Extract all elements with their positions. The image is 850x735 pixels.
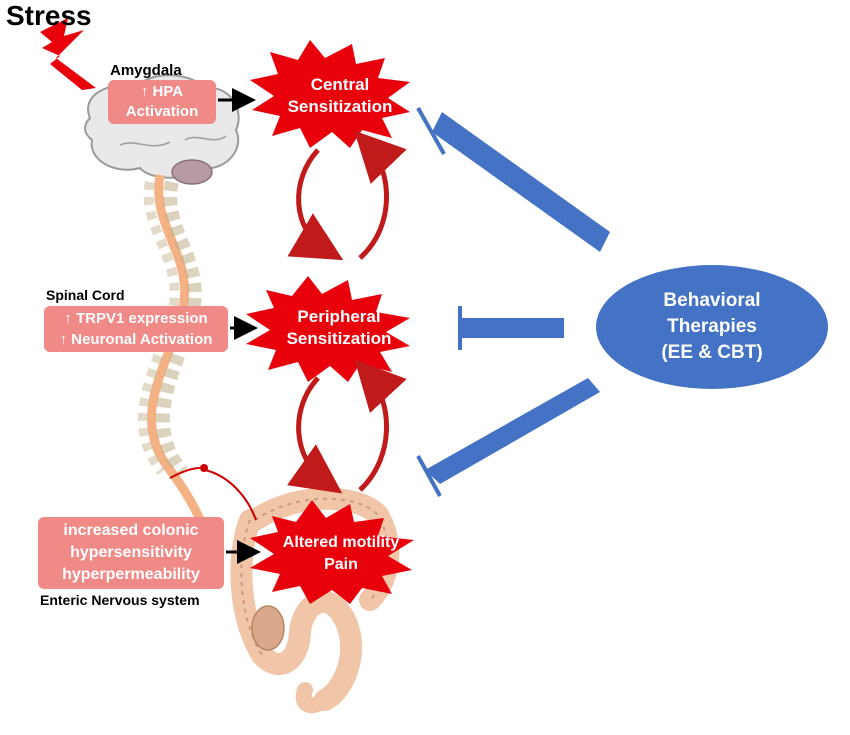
- central-line-2: Sensitization: [287, 97, 393, 116]
- cycle-arrows-lower: [287, 359, 407, 494]
- spinal-cord-label: Spinal Cord: [46, 287, 125, 303]
- peripheral-sensitization-text: Peripheral Sensitization: [274, 306, 404, 350]
- hpa-activation-box: ↑ HPA Activation: [108, 80, 216, 124]
- spinal-column-illustration: [137, 174, 220, 571]
- altered-motility-text: Altered motility Pain: [270, 532, 412, 576]
- altered-motility-pain-burst: [250, 500, 414, 604]
- nerve-signal-line: [169, 464, 257, 521]
- enteric-line-3: hyperpermeability: [62, 566, 200, 583]
- behavioral-therapies-ellipse: [596, 265, 828, 389]
- lightning-bolt-icon: [40, 18, 96, 90]
- therapy-line-2: Therapies: [667, 316, 757, 337]
- therapy-line-1: Behavioral: [663, 290, 761, 311]
- colon-illustration: [230, 487, 400, 714]
- inhibition-bar-motility: [416, 378, 600, 497]
- enteric-nervous-system-label: Enteric Nervous system: [40, 592, 200, 608]
- hpa-line-2: Activation: [125, 103, 199, 120]
- spinal-cord-box: ↑ TRPV1 expression ↑ Neuronal Activation: [44, 306, 228, 352]
- spinal-line-1: ↑ TRPV1 expression: [64, 310, 208, 327]
- inhibition-bar-central: [416, 107, 610, 252]
- stress-label: Stress: [6, 0, 92, 31]
- inhibition-bar-peripheral: [458, 306, 564, 350]
- spinal-line-2: ↑ Neuronal Activation: [59, 331, 213, 348]
- behavioral-therapies-text: Behavioral Therapies (EE & CBT): [600, 288, 824, 366]
- enteric-line-1: increased colonic: [63, 522, 199, 539]
- peripheral-line-2: Sensitization: [286, 329, 392, 348]
- central-line-1: Central: [310, 75, 370, 94]
- peripheral-line-1: Peripheral: [297, 307, 381, 326]
- therapy-line-3: (EE & CBT): [661, 342, 763, 363]
- central-sensitization-text: Central Sensitization: [280, 74, 400, 118]
- amygdala-label: Amygdala: [110, 62, 182, 79]
- hpa-line-1: ↑ HPA: [140, 83, 184, 100]
- motility-line-2: Pain: [324, 556, 358, 573]
- motility-line-1: Altered motility: [282, 534, 400, 551]
- central-sensitization-burst: [250, 40, 410, 148]
- enteric-effects-box: increased colonic hypersensitivity hyper…: [38, 517, 224, 589]
- enteric-line-2: hypersensitivity: [70, 544, 192, 561]
- peripheral-sensitization-burst: [246, 276, 410, 382]
- cycle-arrows-upper: [287, 130, 407, 261]
